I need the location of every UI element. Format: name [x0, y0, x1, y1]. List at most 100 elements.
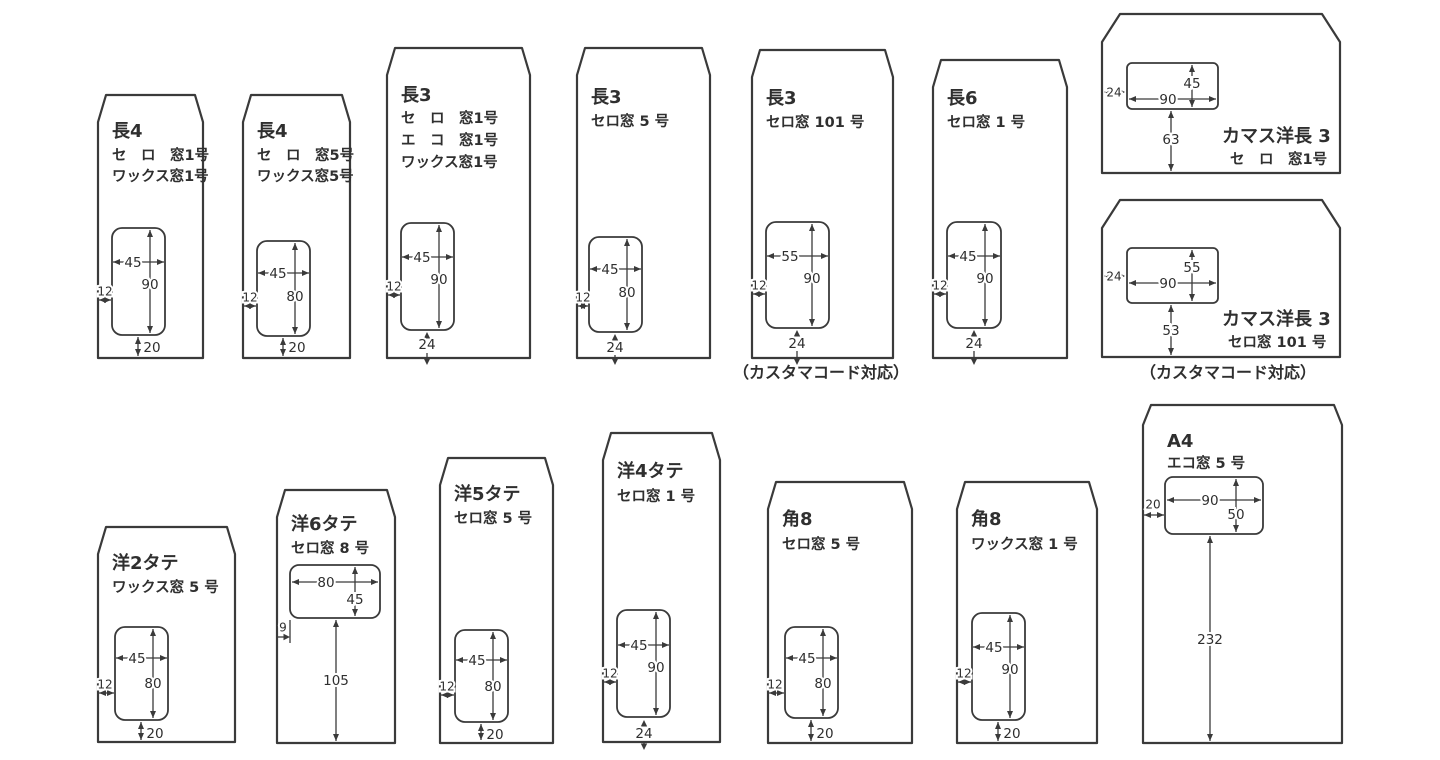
dimension-label: 80 [317, 575, 334, 591]
envelope-name-label: 洋5タテ [454, 483, 521, 505]
envelope-name-label: 長4 [257, 121, 288, 142]
dimension-label: 45 [1183, 76, 1200, 92]
envelope-name-label: 長3 [591, 87, 622, 108]
arrowhead-up-icon [423, 332, 431, 339]
dimension-label: 63 [1162, 132, 1179, 148]
envelope-name-label: カマス洋長 3 [1222, 125, 1331, 147]
envelope-name-label: エコ窓 5 号 [1167, 454, 1245, 472]
dimension-label: 80 [144, 676, 161, 692]
dimension-label: 55 [1183, 260, 1200, 276]
arrowhead-down-icon [611, 358, 619, 365]
address-window-yo5tate [454, 629, 509, 723]
dimension-label: 90 [1201, 493, 1218, 509]
envelope-name-label: セロ窓 101 号 [766, 113, 864, 131]
envelope-name-label: ワックス窓 1 号 [971, 535, 1078, 553]
dimension-label: 24 [635, 726, 652, 742]
dimension-label: 12 [767, 677, 782, 691]
address-window-kaku8-mado5 [784, 626, 839, 719]
dimension-label: 45 [630, 638, 647, 654]
envelope-name-label: セ ロ 窓1号 [112, 146, 209, 164]
envelope-name-label: カマス洋長 3 [1222, 308, 1331, 330]
dimension-label: 45 [269, 266, 286, 282]
envelope-kamasu-mado101: 90 55 24 53 カマス洋長 3 セロ窓 101 号 [1100, 198, 1342, 359]
envelope-name-label: セ ロ 窓1号 [401, 109, 498, 127]
dimension-label: 20 [1003, 726, 1020, 742]
envelope-name-label: セ ロ 窓1号 [1230, 150, 1327, 168]
dimension-label: 45 [413, 250, 430, 266]
arrowhead-down-icon [970, 358, 978, 365]
dimension-label: 24 [418, 337, 435, 353]
envelope-name-label: セロ窓 5 号 [782, 535, 860, 553]
envelope-name-label: 洋6タテ [291, 513, 358, 535]
dimension-label: 24 [1106, 269, 1121, 283]
notes-group: （カスタマコード対応）（カスタマコード対応） [733, 363, 1316, 382]
dimension-label: 50 [1227, 507, 1244, 523]
dimension-label: 12 [439, 679, 454, 693]
envelope-name-label: 洋2タテ [112, 552, 179, 574]
envelope-name-label: A4 [1167, 431, 1193, 452]
arrowhead-down-icon [423, 358, 431, 365]
envelope-name-label: セ ロ 窓5号 [257, 146, 354, 164]
dimension-label: 45 [468, 653, 485, 669]
dimension-label: 45 [601, 262, 618, 278]
address-window-kamasu-mado101 [1126, 247, 1219, 304]
dimension-label: 20 [1145, 497, 1160, 511]
dimension-label: 45 [124, 255, 141, 271]
dimension-label: 12 [602, 666, 617, 680]
dimension-label: 20 [288, 340, 305, 356]
dimension-label: 90 [803, 271, 820, 287]
dimension-label: 90 [647, 660, 664, 676]
dimension-label: 20 [816, 726, 833, 742]
dimension-label: 24 [788, 336, 805, 352]
envelope-name-label: セロ窓 1 号 [947, 113, 1025, 131]
dimension-label: 90 [1159, 276, 1176, 292]
arrowhead-left-icon [1104, 272, 1111, 280]
dimension-label: 9 [279, 620, 287, 634]
dimension-label: 12 [97, 677, 112, 691]
dimension-label: 80 [618, 285, 635, 301]
arrowhead-up-icon [640, 720, 648, 727]
arrowhead-up-icon [793, 330, 801, 337]
envelope-name-label: エ コ 窓1号 [401, 131, 498, 149]
dimension-label: 80 [814, 676, 831, 692]
envelope-name-label: セロ窓 1 号 [617, 487, 695, 505]
dimension-label: 12 [932, 278, 947, 292]
envelope-name-label: セロ窓 5 号 [591, 112, 669, 130]
dimension-label: 12 [956, 666, 971, 680]
arrowhead-right-icon [283, 633, 290, 641]
envelope-name-label: セロ窓 101 号 [1228, 333, 1326, 351]
envelope-name-label: 長3 [401, 85, 432, 106]
envelope-outline-kamasu-mado1 [1100, 12, 1342, 175]
envelope-name-label: ワックス窓1号 [401, 153, 498, 171]
dimension-label: 12 [751, 278, 766, 292]
arrowhead-up-icon [611, 334, 619, 341]
dimension-label: 90 [1159, 92, 1176, 108]
arrowhead-right-icon [1118, 88, 1125, 96]
dimension-label: 45 [346, 592, 363, 608]
dimension-label: 53 [1162, 323, 1179, 339]
arrowhead-up-icon [970, 330, 978, 337]
dimension-label: 90 [141, 277, 158, 293]
dimension-label: 90 [430, 272, 447, 288]
dimension-label: 20 [146, 726, 163, 742]
dimension-label: 12 [242, 290, 257, 304]
dimension-label: 80 [286, 289, 303, 305]
dimension-label: 45 [959, 249, 976, 265]
envelope-name-label: ワックス窓 5 号 [112, 578, 219, 596]
envelope-outline-kamasu-mado101 [1100, 198, 1342, 359]
